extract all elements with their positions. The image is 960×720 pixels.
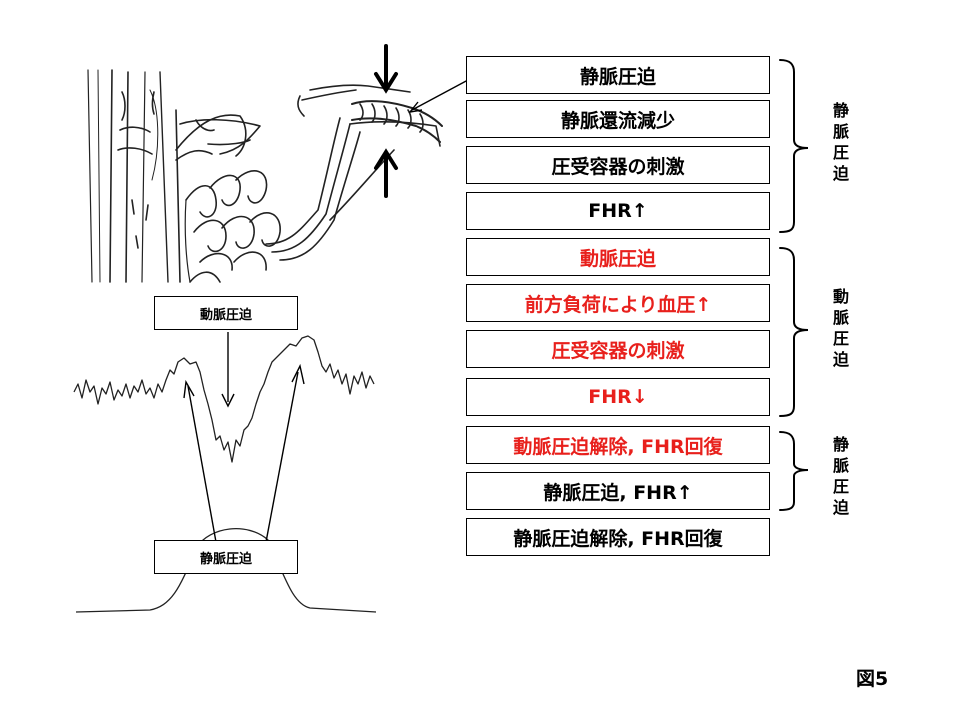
step-box: 静脈圧迫 — [466, 56, 770, 94]
vein-compression-label: 静脈圧迫 — [154, 540, 298, 574]
step-box: FHR↑ — [466, 192, 770, 230]
step-box: 前方負荷により血圧↑ — [466, 284, 770, 322]
figure-label: 図5 — [856, 668, 889, 690]
step-box: 動脈圧迫 — [466, 238, 770, 276]
step-box: 静脈圧迫解除, FHR回復 — [466, 518, 770, 556]
bracket-label-vein-compression-2: 静脈圧迫 — [832, 435, 849, 517]
bracket-label-artery-compression: 動脈圧迫 — [832, 287, 849, 369]
step-box: 静脈還流減少 — [466, 100, 770, 138]
step-box: 動脈圧迫解除, FHR回復 — [466, 426, 770, 464]
step-box: 静脈圧迫, FHR↑ — [466, 472, 770, 510]
step-box: 圧受容器の刺激 — [466, 146, 770, 184]
step-box: FHR↓ — [466, 378, 770, 416]
bracket-label-vein-compression: 静脈圧迫 — [832, 101, 849, 183]
artery-compression-label: 動脈圧迫 — [154, 296, 298, 330]
step-box: 圧受容器の刺激 — [466, 330, 770, 368]
